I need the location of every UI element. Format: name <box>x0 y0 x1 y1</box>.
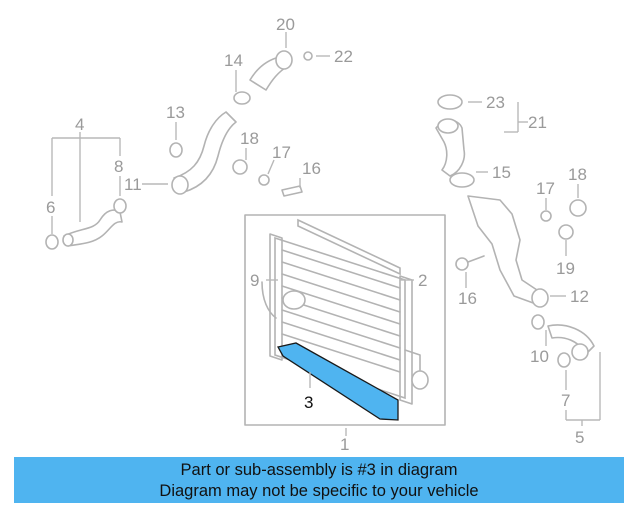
callout-16-left: 16 <box>302 159 321 178</box>
callout-9: 9 <box>250 271 259 290</box>
callout-3[interactable]: 3 <box>304 393 313 412</box>
callout-17-left: 17 <box>272 143 291 162</box>
callout-19: 19 <box>556 259 575 278</box>
callout-20: 20 <box>276 15 295 34</box>
right-hose-assembly <box>435 94 595 368</box>
banner-line-2: Diagram may not be specific to your vehi… <box>159 482 479 500</box>
callout-8: 8 <box>114 157 123 176</box>
callout-6: 6 <box>46 198 55 217</box>
callout-11: 11 <box>124 175 142 194</box>
banner-line-1: Part or sub-assembly is #3 in diagram <box>180 461 458 479</box>
leader-lines <box>51 32 601 436</box>
callout-2: 2 <box>418 271 427 290</box>
callout-14: 14 <box>224 51 243 70</box>
callout-10: 10 <box>530 347 549 366</box>
callout-labels: 1 2 3 4 5 6 7 8 9 10 11 12 13 14 15 16 1… <box>46 15 589 454</box>
callout-23: 23 <box>486 93 505 112</box>
callout-21: 21 <box>528 113 547 132</box>
seal-strip-part-3[interactable] <box>277 342 399 421</box>
callout-16-right: 16 <box>458 289 477 308</box>
callout-4: 4 <box>75 115 84 134</box>
left-hose-assembly <box>45 198 127 250</box>
callout-22: 22 <box>334 47 353 66</box>
callout-15: 15 <box>492 163 511 182</box>
callout-12: 12 <box>570 287 589 306</box>
callout-7: 7 <box>561 391 570 410</box>
parts-diagram: 1 2 3 4 5 6 7 8 9 10 11 12 13 14 15 16 1… <box>45 15 601 454</box>
callout-1: 1 <box>340 435 349 454</box>
center-hose-assembly <box>169 50 313 197</box>
callout-18-left: 18 <box>240 129 259 148</box>
callout-13: 13 <box>166 103 185 122</box>
callout-5: 5 <box>575 428 584 447</box>
info-banner: Part or sub-assembly is #3 in diagram Di… <box>14 457 624 503</box>
callout-18-right: 18 <box>568 165 587 184</box>
callout-17-right: 17 <box>536 179 555 198</box>
